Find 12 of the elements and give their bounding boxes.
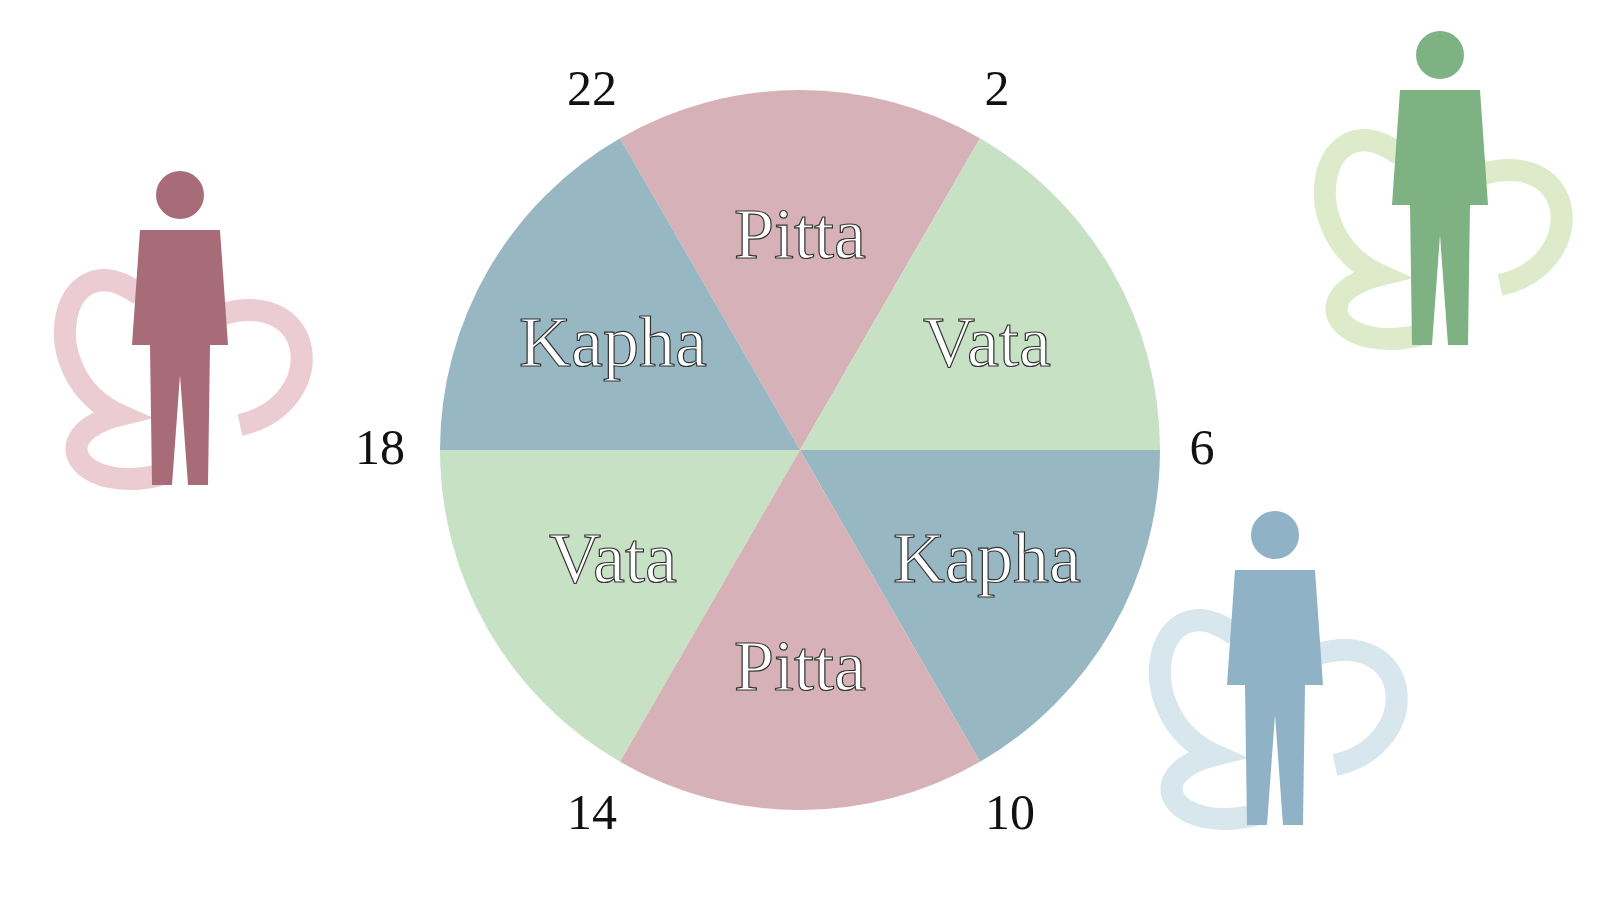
sector-label: Vata xyxy=(923,302,1052,382)
hour-label: 10 xyxy=(985,787,1035,837)
hour-label: 14 xyxy=(567,787,617,837)
hour-label: 18 xyxy=(355,422,405,472)
sector-label: Pitta xyxy=(734,626,866,706)
sector-label: Kapha xyxy=(893,518,1081,598)
sector-label: Pitta xyxy=(734,194,866,274)
hour-label: 2 xyxy=(984,63,1010,113)
hour-label: 6 xyxy=(1189,422,1215,472)
sector-label: Kapha xyxy=(519,302,707,382)
sector-label: Vata xyxy=(548,518,677,598)
hour-label: 22 xyxy=(567,63,617,113)
